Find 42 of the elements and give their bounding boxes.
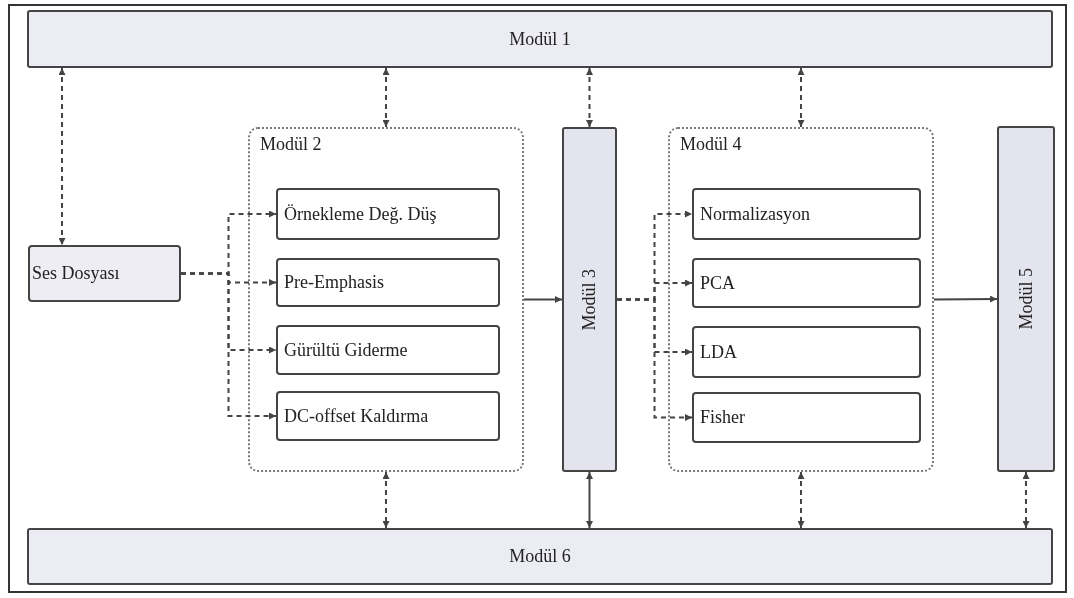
module-bar [562,127,617,472]
arrow [382,67,390,128]
module-label: Modül 5 [1014,268,1037,330]
group-heading: Modül 2 [260,133,322,156]
arrow [58,67,66,246]
box-label: DC-offset Kaldırma [284,404,429,428]
module-label: Modül 1 [509,27,571,51]
arrow [586,67,593,128]
box-label: Pre-Emphasis [284,271,384,294]
module-bar [27,528,1053,585]
arrow [797,471,805,529]
process-box [692,258,921,308]
arrow [523,296,563,303]
box-label: Normalizasyon [700,202,810,226]
process-box [276,325,500,375]
box-label: Ses Dosyası [32,262,120,285]
module-label: Modül 3 [578,268,600,331]
box-label: LDA [700,340,737,364]
process-box [692,392,921,443]
arrow [616,298,693,421]
process-box [276,391,500,441]
group-heading: Modül 4 [680,133,742,156]
module-bar [27,10,1053,68]
module-group [668,127,934,472]
process-box [276,258,500,307]
box-label: Fisher [700,406,745,429]
arrow [797,67,805,128]
process-box [692,326,921,378]
box-label: PCA [700,271,735,295]
module-group [248,127,524,472]
arrow [1022,471,1030,529]
arrow [933,295,998,303]
arrow [382,471,390,529]
arrow [586,471,593,529]
process-box [276,188,500,240]
box-label: Gürültü Giderme [284,338,408,362]
box-label: Örnekleme Değ. Düş [284,202,437,226]
source-box [28,245,181,302]
arrow [180,272,277,420]
module-bar [997,126,1055,472]
process-box [692,188,921,240]
module-label: Modül 6 [509,545,571,568]
